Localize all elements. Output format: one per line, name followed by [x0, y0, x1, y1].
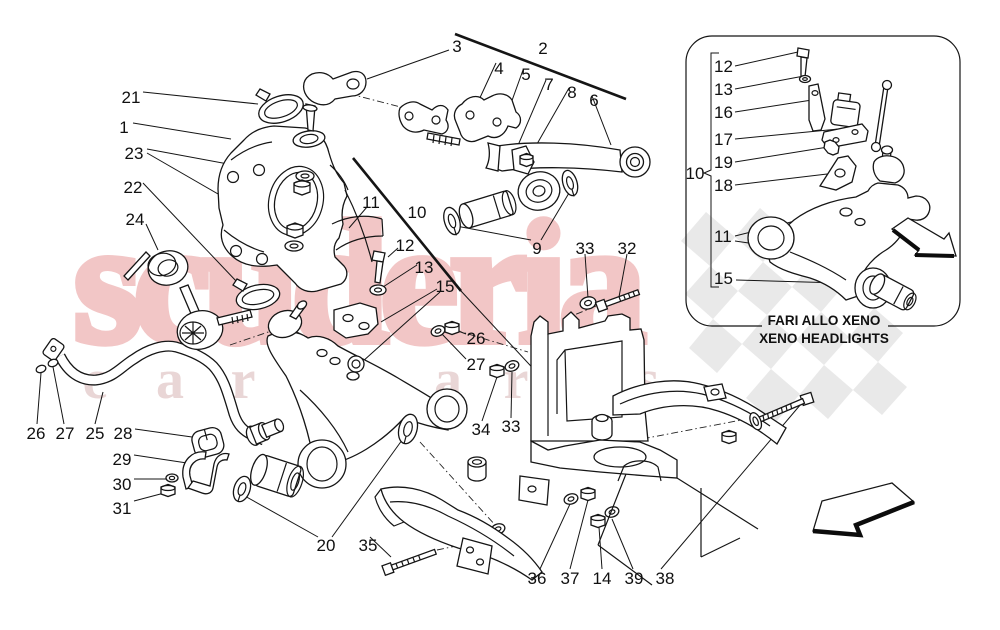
- svg-text:5: 5: [521, 65, 530, 84]
- svg-text:34: 34: [472, 420, 491, 439]
- svg-text:12: 12: [714, 57, 733, 76]
- svg-text:2: 2: [538, 39, 547, 58]
- svg-text:10: 10: [408, 203, 427, 222]
- svg-text:18: 18: [714, 176, 733, 195]
- svg-text:11: 11: [362, 193, 380, 212]
- svg-text:1: 1: [119, 118, 128, 137]
- svg-text:31: 31: [113, 499, 132, 518]
- svg-text:38: 38: [656, 569, 675, 588]
- svg-text:9: 9: [532, 239, 541, 258]
- svg-text:16: 16: [714, 103, 733, 122]
- svg-text:3: 3: [452, 37, 461, 56]
- svg-text:23: 23: [125, 144, 144, 163]
- svg-text:25: 25: [86, 424, 105, 443]
- svg-text:15: 15: [436, 277, 455, 296]
- svg-text:19: 19: [714, 153, 733, 172]
- svg-text:12: 12: [396, 236, 415, 255]
- svg-text:XENO HEADLIGHTS: XENO HEADLIGHTS: [759, 331, 889, 346]
- svg-text:30: 30: [113, 475, 132, 494]
- svg-text:15: 15: [714, 269, 733, 288]
- svg-text:13: 13: [415, 258, 434, 277]
- svg-text:17: 17: [714, 130, 733, 149]
- svg-text:14: 14: [593, 569, 612, 588]
- svg-text:4: 4: [494, 59, 503, 78]
- svg-text:39: 39: [625, 569, 644, 588]
- svg-text:33: 33: [502, 417, 521, 436]
- svg-text:27: 27: [56, 424, 75, 443]
- svg-text:13: 13: [714, 80, 733, 99]
- svg-text:11: 11: [714, 227, 732, 246]
- svg-text:10: 10: [686, 164, 705, 183]
- svg-text:22: 22: [124, 178, 143, 197]
- svg-text:37: 37: [561, 569, 580, 588]
- svg-text:35: 35: [359, 536, 378, 555]
- svg-text:26: 26: [467, 329, 486, 348]
- svg-text:32: 32: [618, 239, 637, 258]
- svg-text:FARI ALLO XENO: FARI ALLO XENO: [768, 313, 881, 328]
- svg-text:29: 29: [113, 450, 132, 469]
- svg-text:a: a: [156, 349, 184, 411]
- svg-text:26: 26: [27, 424, 46, 443]
- svg-text:24: 24: [126, 210, 145, 229]
- svg-text:7: 7: [544, 75, 553, 94]
- svg-text:28: 28: [114, 424, 133, 443]
- svg-text:27: 27: [467, 355, 486, 374]
- svg-text:21: 21: [122, 88, 141, 107]
- svg-text:r: r: [504, 349, 529, 411]
- svg-text:33: 33: [576, 239, 595, 258]
- svg-text:20: 20: [317, 536, 336, 555]
- svg-text:8: 8: [567, 83, 576, 102]
- svg-text:36: 36: [528, 569, 547, 588]
- svg-text:6: 6: [589, 91, 598, 110]
